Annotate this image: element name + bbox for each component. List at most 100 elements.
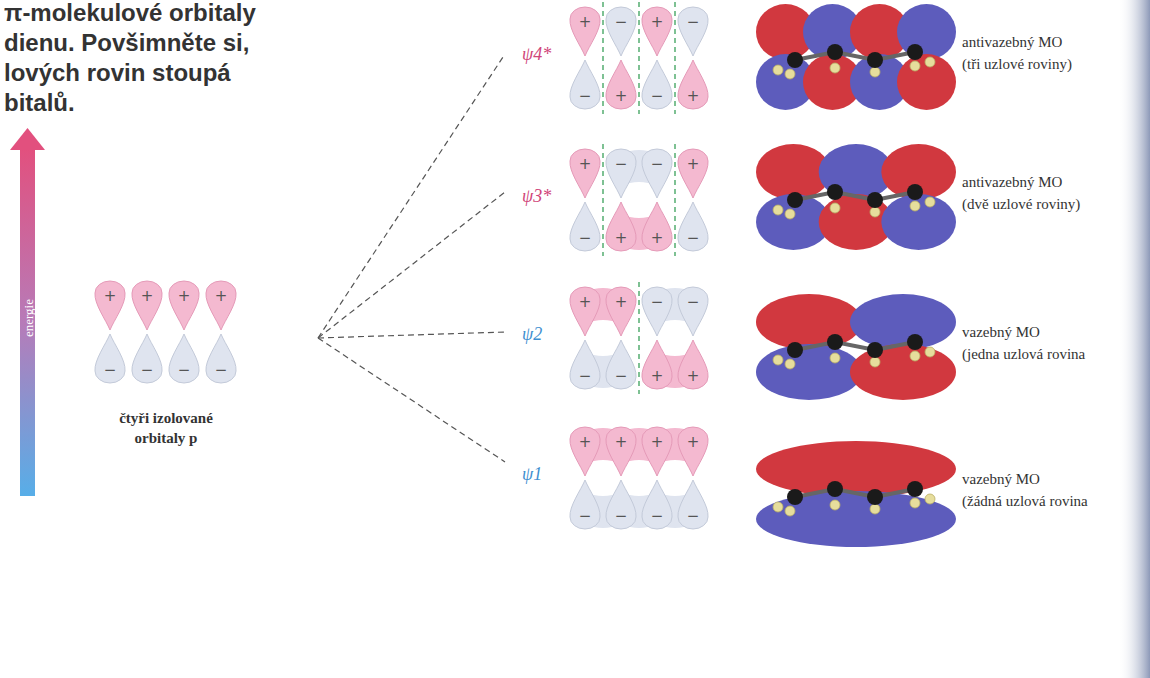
p-lobe	[95, 334, 125, 383]
lobe-render	[756, 344, 862, 400]
orbital-type: antivazebný MO	[962, 35, 1062, 50]
p-lobe	[606, 7, 636, 56]
p-lobe	[169, 334, 199, 383]
phase-sign: +	[615, 89, 628, 104]
phase-sign: +	[579, 295, 592, 310]
carbon-atom	[907, 44, 923, 60]
phase-sign: +	[141, 289, 154, 304]
hydrogen-atom	[830, 63, 840, 73]
p-lobe	[642, 340, 672, 389]
hydrogen-atom	[925, 347, 935, 357]
p-lobe	[606, 287, 636, 336]
phase-sign: +	[579, 435, 592, 450]
orbital-type: vazebný MO	[962, 472, 1040, 487]
phase-sign: −	[651, 295, 664, 310]
phase-sign: −	[579, 231, 592, 246]
carbon-atom	[827, 481, 843, 497]
carbon-atom	[787, 52, 803, 68]
p-lobe	[606, 480, 636, 529]
hydrogen-atom	[773, 205, 783, 215]
carbon-atom	[867, 192, 883, 208]
hydrogen-atom	[910, 498, 920, 508]
phase-sign: −	[651, 157, 664, 172]
phase-sign: −	[651, 509, 664, 524]
orbital-symbol: ψ4*	[522, 45, 551, 63]
hydrogen-atom	[870, 357, 880, 367]
p-lobe	[642, 60, 672, 109]
nodal-plane	[638, 2, 639, 114]
phase-sign: +	[687, 157, 700, 172]
hydrogen-atom	[830, 203, 840, 213]
p-lobe	[570, 7, 600, 56]
p-lobe	[678, 202, 708, 251]
hydrogen-atom	[925, 494, 935, 504]
phase-sign: +	[579, 15, 592, 30]
p-lobe	[169, 281, 199, 330]
phase-sign: −	[104, 363, 117, 378]
p-lobe	[678, 427, 708, 476]
carbon-atom	[787, 489, 803, 505]
lobe-render	[756, 491, 956, 547]
orbital-symbol: ψ3*	[522, 187, 551, 205]
phase-sign: +	[215, 289, 228, 304]
p-lobe	[642, 287, 672, 336]
carbon-atom	[787, 342, 803, 358]
phase-sign: −	[615, 15, 628, 30]
figure-caption: π-molekulové orbitaly dienu. Povšimněte …	[4, 0, 269, 118]
lobe-render	[881, 144, 956, 200]
phase-sign: −	[178, 363, 191, 378]
orbital-renders	[756, 4, 956, 547]
carbon-atom	[907, 481, 923, 497]
energy-arrow	[10, 128, 45, 496]
p-lobe	[642, 149, 672, 198]
phase-sign: −	[215, 363, 228, 378]
phase-sign: +	[178, 289, 191, 304]
carbon-atom	[787, 192, 803, 208]
hydrogen-atom	[785, 209, 795, 219]
hydrogen-atom	[925, 197, 935, 207]
hydrogen-atom	[910, 201, 920, 211]
phase-sign: +	[615, 231, 628, 246]
node-count: (tři uzlové roviny)	[962, 57, 1072, 72]
carbon-atom	[827, 184, 843, 200]
p-lobe	[570, 149, 600, 198]
bond	[795, 342, 915, 350]
hydrogen-atom	[870, 504, 880, 514]
hydrogen-atom	[910, 61, 920, 71]
carbon-atom	[827, 334, 843, 350]
hydrogen-atom	[925, 57, 935, 67]
phase-sign: +	[104, 289, 117, 304]
hydrogen-atom	[773, 355, 783, 365]
p-lobe	[570, 340, 600, 389]
node-count: (jedna uzlová rovina	[962, 347, 1085, 362]
orbital-symbol: ψ2	[522, 325, 542, 343]
phase-sign: +	[687, 89, 700, 104]
p-lobe	[132, 334, 162, 383]
phase-sign: −	[651, 89, 664, 104]
group-label: čtyři izolované orbitaly p	[96, 408, 236, 448]
carbon-atom	[867, 342, 883, 358]
page-edge	[1118, 0, 1150, 678]
hydrogen-atom	[785, 359, 795, 369]
p-lobe	[606, 202, 636, 251]
p-lobe	[642, 480, 672, 529]
p-lobe	[678, 480, 708, 529]
p-lobe	[570, 287, 600, 336]
p-lobe	[606, 427, 636, 476]
bond	[795, 52, 915, 60]
orbital-symbol: ψ1	[522, 465, 542, 483]
p-lobe	[206, 334, 236, 383]
p-lobe	[678, 7, 708, 56]
lobe-render	[897, 54, 956, 110]
carbon-atom	[867, 52, 883, 68]
p-lobe	[206, 281, 236, 330]
lobe-render	[756, 294, 862, 350]
nodal-plane	[674, 2, 675, 114]
hydrogen-atom	[785, 506, 795, 516]
p-lobe	[642, 202, 672, 251]
hydrogen-atom	[773, 65, 783, 75]
node-count: (dvě uzlové roviny)	[962, 197, 1080, 212]
lobe-render	[897, 4, 956, 60]
lobe-render	[756, 441, 956, 497]
